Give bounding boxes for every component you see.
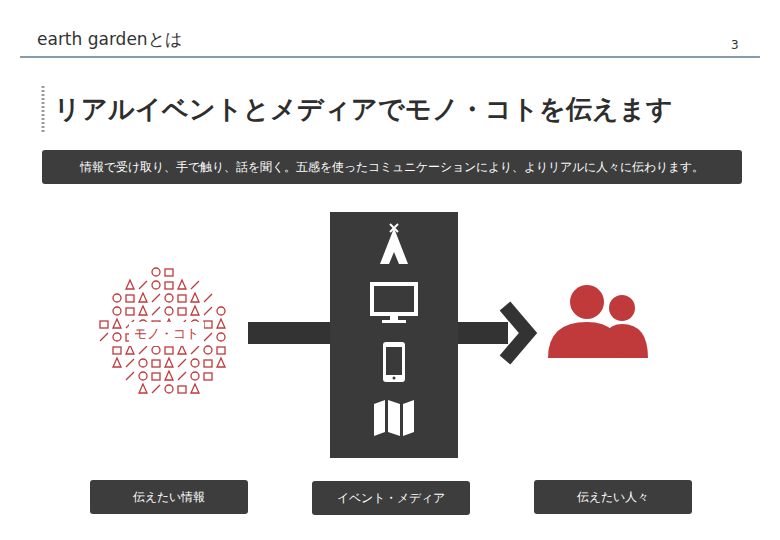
slide-title: リアルイベントとメディアでモノ・コトを伝えます (54, 92, 673, 127)
box-label: イベント・メディア (329, 490, 453, 507)
things-circle: モノ・コト (98, 266, 234, 402)
monitor-icon (372, 284, 416, 323)
page-number: 3 (731, 38, 739, 52)
message-banner: 情報で受け取り、手で触り、話を聞く。五感を使ったコミュニケーションにより、よりリ… (42, 150, 742, 184)
caption-box: 伝えたい情報 (90, 480, 248, 514)
box-label: 情報で受け取り、手で触り、話を聞く。五感を使ったコミュニケーションにより、よりリ… (72, 159, 712, 176)
people-icon (548, 285, 648, 358)
caption-box: イベント・メディア (312, 481, 470, 515)
arrow-head (505, 306, 528, 360)
caption-box: 伝えたい人々 (534, 480, 692, 514)
box-label: 伝えたい情報 (125, 489, 213, 506)
box-label: 伝えたい人々 (569, 489, 657, 506)
map-icon (374, 400, 414, 436)
phone-icon (383, 342, 405, 382)
circle-label: モノ・コト (129, 322, 204, 346)
header-rule (20, 56, 760, 58)
media-panel (330, 212, 458, 458)
section-header: earth gardenとは (37, 28, 182, 51)
title-bar (42, 86, 45, 134)
tent-icon (380, 224, 408, 264)
